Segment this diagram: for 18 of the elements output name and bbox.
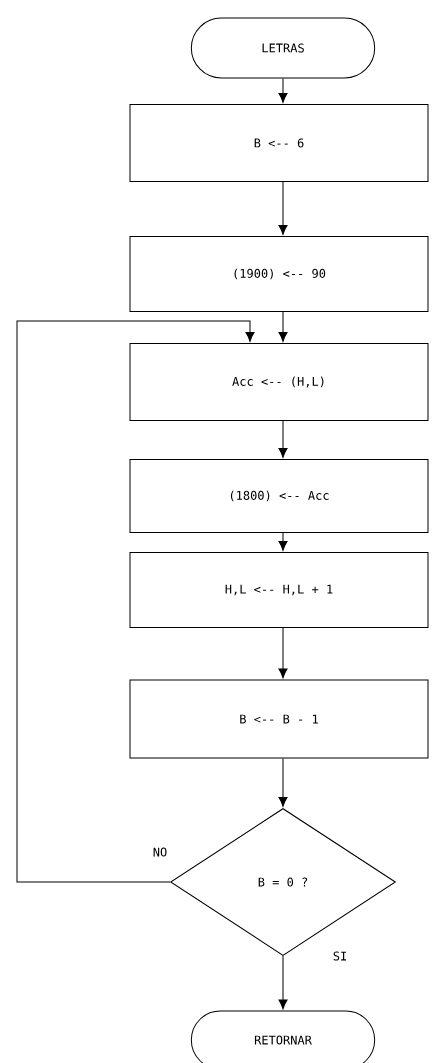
arrow: [278, 758, 288, 807]
terminal-box: LETRAS: [190, 17, 376, 79]
process-box: H,L <-- H,L + 1: [129, 552, 429, 628]
process-box: (1800) <-- Acc: [129, 459, 429, 533]
arrow: [278, 78, 288, 103]
process-box: B <-- B - 1: [129, 679, 429, 759]
process-box: (1900) <-- 90: [129, 236, 429, 312]
arrow: [278, 181, 288, 235]
arrow: [278, 311, 288, 342]
terminal-box: RETORNAR: [190, 1010, 376, 1063]
arrow: [278, 627, 288, 679]
arrow: [278, 955, 288, 1010]
arrow: [278, 420, 288, 458]
process-box: Acc <-- (H,L): [129, 343, 429, 421]
process-box: B <-- 6: [129, 104, 429, 182]
arrow: [278, 532, 288, 551]
arrow: [16, 320, 255, 883]
edge-label: NO: [151, 846, 169, 858]
